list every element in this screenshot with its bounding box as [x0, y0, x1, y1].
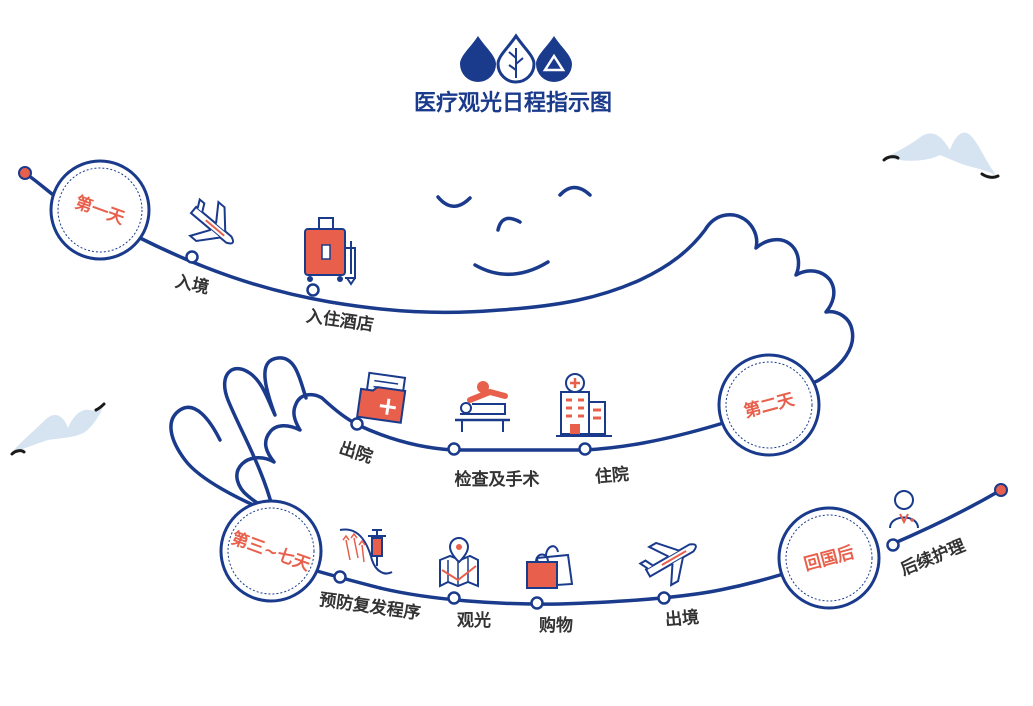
leaf-drop-icon	[496, 33, 536, 84]
shopping-bag-icon	[526, 545, 574, 589]
step-discharge-label: 出院	[336, 437, 375, 467]
hospital-icon	[556, 373, 612, 437]
hospitalize-node	[578, 442, 592, 456]
medical-folder-icon	[356, 371, 407, 424]
header-logo	[460, 33, 572, 84]
exit-node	[657, 591, 671, 605]
step-hotel-label: 入住酒店	[305, 305, 375, 335]
triangle-drop-icon	[536, 36, 572, 82]
page-title: 医疗观光日程指示图	[414, 90, 612, 116]
shopping-node	[530, 596, 544, 610]
map-pin-icon	[439, 536, 479, 588]
injection-icon	[339, 528, 393, 575]
bird-icon	[882, 132, 1000, 179]
discharge-node	[350, 417, 364, 431]
day3-badge: 第三~七天	[219, 499, 323, 603]
step-entry-label: 入境	[173, 271, 211, 299]
step-exam-label: 检查及手术	[455, 469, 540, 490]
airplane-departure-icon	[638, 541, 697, 587]
start-dot	[18, 166, 32, 180]
day1-badge: 第一天	[49, 159, 151, 261]
aftercare-node	[886, 538, 900, 552]
luggage-icon	[304, 217, 356, 286]
drop-icon	[460, 36, 496, 82]
airplane-arrival-icon	[188, 197, 235, 245]
exam-node	[447, 442, 461, 456]
prevention-node	[333, 570, 347, 584]
hotel-node	[306, 283, 320, 297]
after-badge: 回国后	[777, 506, 881, 610]
step-aftercare-label: 后续护理	[897, 535, 968, 580]
step-exit-label: 出境	[664, 607, 700, 631]
step-shopping-label: 购物	[539, 615, 573, 636]
nurse-icon	[889, 490, 919, 529]
day2-badge: 第二天	[717, 353, 821, 457]
sightseeing-node	[447, 591, 461, 605]
smiling-face	[436, 185, 592, 277]
entry-node	[185, 250, 199, 264]
bird-icon	[10, 402, 106, 456]
surgery-bed-icon	[455, 381, 510, 432]
end-dot	[994, 483, 1008, 497]
step-hospitalize-label: 住院	[594, 464, 630, 488]
step-sightseeing-label: 观光	[456, 610, 491, 631]
